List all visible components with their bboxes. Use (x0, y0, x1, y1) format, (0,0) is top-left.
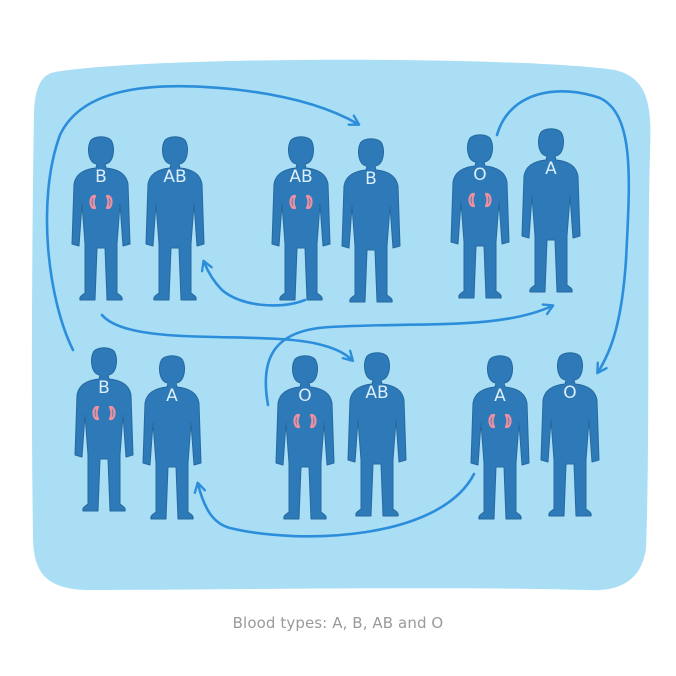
blood-type-label: AB (163, 167, 186, 187)
recipient-figure: AB (145, 136, 205, 301)
donor-recipient-pair: B AB (71, 136, 205, 301)
blood-type-label: B (98, 378, 110, 398)
person-silhouette (74, 347, 134, 512)
blood-type-label: A (494, 386, 506, 406)
person-silhouette (341, 138, 401, 303)
kidney-icon (309, 413, 317, 429)
kidney-icon (293, 413, 301, 429)
donor-recipient-pair: AB B (271, 136, 401, 303)
person-silhouette (275, 355, 335, 520)
blood-type-label: A (166, 386, 178, 406)
person-silhouette (540, 352, 600, 517)
recipient-figure: O (540, 352, 600, 517)
donor-figure: AB (271, 136, 331, 301)
kidney-icon (468, 192, 476, 208)
caption: Blood types: A, B, AB and O (232, 614, 444, 632)
donor-figure: O (450, 134, 510, 299)
blood-type-label: B (365, 169, 377, 189)
recipient-figure: AB (347, 352, 407, 517)
donor-recipient-pair: O AB (275, 352, 407, 520)
kidney-icon (89, 194, 97, 210)
donation-arrow (264, 303, 555, 407)
donation-arrow (200, 259, 307, 307)
person-silhouette (521, 128, 581, 293)
donor-figure: B (74, 347, 134, 512)
donation-arrow (193, 472, 476, 538)
donor-figure: A (470, 355, 530, 520)
blood-type-label: O (298, 386, 311, 406)
blood-type-label: O (473, 165, 486, 185)
person-silhouette (470, 355, 530, 520)
kidney-icon (504, 413, 512, 429)
blood-type-label: O (563, 383, 576, 403)
person-silhouette (145, 136, 205, 301)
donor-figure: B (71, 136, 131, 301)
donation-arrow (495, 90, 631, 375)
donation-arrow (45, 84, 361, 352)
person-silhouette (271, 136, 331, 301)
kidney-icon (305, 194, 313, 210)
kidney-icon (105, 194, 113, 210)
blood-type-label: B (95, 167, 107, 187)
recipient-figure: A (142, 355, 202, 520)
donor-figure: O (275, 355, 335, 520)
person-silhouette (142, 355, 202, 520)
recipient-figure: A (521, 128, 581, 293)
kidney-icon (289, 194, 297, 210)
kidney-icon (484, 192, 492, 208)
person-silhouette (347, 352, 407, 517)
person-silhouette (450, 134, 510, 299)
recipient-figure: B (341, 138, 401, 303)
blood-type-label: AB (289, 167, 312, 187)
kidney-icon (92, 405, 100, 421)
donation-arrows (45, 84, 631, 538)
kidney-icon (108, 405, 116, 421)
blood-type-label: A (545, 159, 557, 179)
kidney-icon (488, 413, 496, 429)
donation-arrow (100, 313, 355, 363)
person-silhouette (71, 136, 131, 301)
blood-type-label: AB (365, 383, 388, 403)
